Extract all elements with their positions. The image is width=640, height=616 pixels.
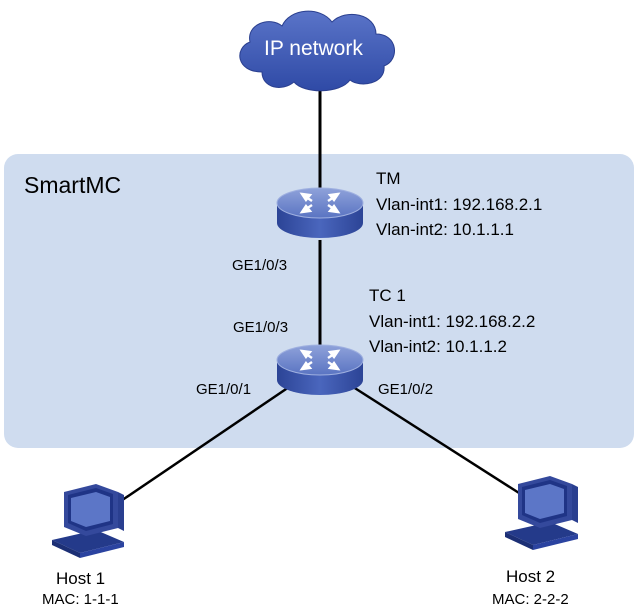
tm-vlan1: Vlan-int1: 192.168.2.1 bbox=[376, 195, 543, 214]
host2-name: Host 2 bbox=[506, 567, 556, 586]
host2-pc-icon bbox=[505, 476, 578, 550]
tc1-title: TC 1 bbox=[369, 286, 406, 305]
tc1-vlan1: Vlan-int1: 192.168.2.2 bbox=[369, 312, 536, 331]
tc1-switch-icon bbox=[276, 344, 364, 395]
tm-port-down: GE1/0/3 bbox=[232, 257, 288, 274]
host1-mac: MAC: 1-1-1 bbox=[42, 591, 119, 608]
tc1-port-right: GE1/0/2 bbox=[378, 381, 434, 398]
tm-vlan2: Vlan-int2: 10.1.1.1 bbox=[376, 220, 514, 239]
tm-switch-icon bbox=[276, 187, 364, 238]
link-tc1-host2 bbox=[349, 383, 531, 502]
tc1-port-up: GE1/0/3 bbox=[233, 319, 289, 336]
tc1-vlan2: Vlan-int2: 10.1.1.2 bbox=[369, 337, 507, 356]
tc1-port-left: GE1/0/1 bbox=[196, 381, 252, 398]
cloud-label: IP network bbox=[264, 37, 363, 60]
tm-title: TM bbox=[376, 169, 401, 188]
link-tc1-host1 bbox=[111, 383, 293, 509]
host1-pc-icon bbox=[52, 484, 124, 558]
cloud-icon bbox=[239, 10, 395, 92]
host2-mac: MAC: 2-2-2 bbox=[492, 591, 569, 608]
smartmc-label: SmartMC bbox=[24, 172, 122, 198]
host1-name: Host 1 bbox=[56, 569, 106, 588]
